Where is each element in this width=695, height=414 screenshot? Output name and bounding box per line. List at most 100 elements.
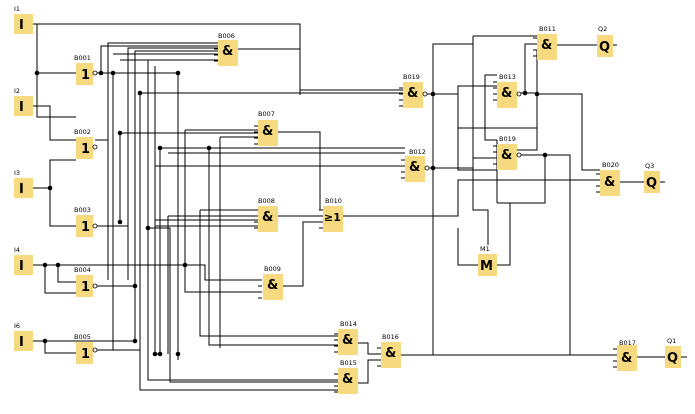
and-block-b007[interactable]: B007 &	[258, 110, 278, 146]
marker-block-m1[interactable]: M1 M	[478, 245, 497, 276]
and-block-b008[interactable]: B008 &	[258, 197, 278, 232]
and-block-b011[interactable]: B011 &	[537, 25, 557, 60]
output-block-q3[interactable]: Q3 Q	[644, 162, 660, 193]
block-glyph: &	[501, 148, 512, 163]
and-block-b012[interactable]: B012 &	[405, 148, 430, 182]
block-glyph: &	[541, 38, 552, 53]
block-label: B011	[539, 25, 556, 33]
wires	[33, 23, 687, 393]
block-label: I2	[14, 87, 20, 95]
block-glyph: 1	[81, 220, 90, 235]
block-label: B002	[74, 128, 91, 136]
block-glyph: &	[604, 175, 615, 190]
junction-dot	[430, 91, 436, 97]
block-glyph: &	[262, 124, 273, 139]
block-glyph: 1	[81, 142, 90, 157]
block-label: B008	[258, 197, 275, 205]
block-label: B006	[218, 32, 235, 40]
block-label: B009	[264, 265, 281, 273]
junction-dot	[157, 351, 163, 357]
block-glyph: &	[222, 44, 233, 59]
block-label: I6	[14, 322, 20, 330]
block-glyph: Q	[667, 351, 678, 366]
junction-dot	[175, 351, 181, 357]
and-block-b016[interactable]: B016 &	[381, 333, 401, 368]
junction-dot	[175, 70, 181, 76]
not-block-b003[interactable]: B003 1	[74, 206, 98, 237]
block-label: B015	[340, 359, 357, 367]
junction-dot	[522, 90, 528, 96]
and-block-b013[interactable]: B013 &	[497, 73, 522, 108]
input-block-i1[interactable]: I1 I	[14, 5, 33, 34]
block-glyph: ≥1	[324, 211, 341, 224]
block-label: Q2	[598, 25, 607, 33]
junction-dot	[132, 338, 138, 344]
and-block-b020[interactable]: B020 &	[600, 161, 620, 196]
block-glyph: 1	[81, 347, 90, 362]
block-glyph: &	[501, 86, 512, 101]
block-label: B020	[602, 161, 619, 169]
junction-dot	[55, 262, 61, 268]
input-block-i6[interactable]: I6 I	[14, 322, 33, 351]
input-block-i2[interactable]: I2 I	[14, 87, 33, 116]
block-glyph: Q	[599, 40, 610, 55]
junction-dot	[98, 70, 104, 76]
block-label: B016	[382, 333, 399, 341]
junction-dot	[152, 351, 158, 357]
block-label: B013	[499, 73, 516, 81]
not-block-b002[interactable]: B002 1	[74, 128, 98, 159]
junction-dot	[132, 283, 138, 289]
and-block-b017[interactable]: B017 &	[617, 339, 637, 371]
input-block-i3[interactable]: I3 I	[14, 169, 33, 198]
and-block-b019-top[interactable]: B019 &	[403, 73, 428, 108]
block-label: B004	[74, 266, 91, 274]
junction-dot	[157, 145, 163, 151]
junction-dot	[110, 70, 116, 76]
junction-dot	[34, 70, 40, 76]
junction-dot	[145, 225, 151, 231]
junction-dot	[42, 338, 48, 344]
block-label: M1	[480, 245, 490, 253]
block-label: I3	[14, 169, 20, 177]
and-block-b019-mid[interactable]: B019 &	[497, 135, 522, 170]
block-label: B019	[403, 73, 420, 81]
block-label: B019	[499, 135, 516, 143]
junction-dot	[42, 262, 48, 268]
not-block-b005[interactable]: B005 1	[74, 333, 98, 364]
or-block-b010[interactable]: B010 ≥1	[323, 197, 343, 232]
block-glyph: I	[19, 100, 24, 115]
and-block-b006[interactable]: B006 &	[218, 32, 238, 66]
not-block-b004[interactable]: B004 1	[74, 266, 98, 297]
block-glyph: &	[621, 351, 632, 366]
and-block-b009[interactable]: B009 &	[263, 265, 283, 300]
input-block-i4[interactable]: I4 I	[14, 246, 33, 275]
block-label: B005	[74, 333, 91, 341]
block-label: B010	[325, 197, 342, 205]
output-block-q1[interactable]: Q1 Q	[665, 337, 681, 368]
block-glyph: &	[409, 160, 420, 175]
block-label: Q3	[645, 162, 654, 170]
junction-dot	[430, 165, 436, 171]
junction-dot	[47, 185, 53, 191]
block-glyph: Q	[646, 176, 657, 191]
block-glyph: 1	[81, 280, 90, 295]
block-label: I4	[14, 246, 20, 254]
block-label: B012	[409, 148, 426, 156]
junctions	[34, 70, 548, 357]
block-glyph: &	[342, 333, 353, 348]
block-label: Q1	[667, 337, 676, 345]
block-label: B003	[74, 206, 91, 214]
and-block-b014[interactable]: B014 &	[338, 320, 358, 355]
not-block-b001[interactable]: B001 1	[74, 54, 98, 85]
junction-dot	[117, 219, 123, 225]
junction-dot	[534, 91, 540, 97]
block-glyph: M	[480, 259, 493, 274]
output-block-q2[interactable]: Q2 Q	[597, 25, 613, 57]
block-label: B007	[258, 110, 275, 118]
and-block-b015[interactable]: B015 &	[338, 359, 358, 394]
block-glyph: I	[19, 182, 24, 197]
block-glyph: &	[385, 346, 396, 361]
block-glyph: I	[19, 259, 24, 274]
